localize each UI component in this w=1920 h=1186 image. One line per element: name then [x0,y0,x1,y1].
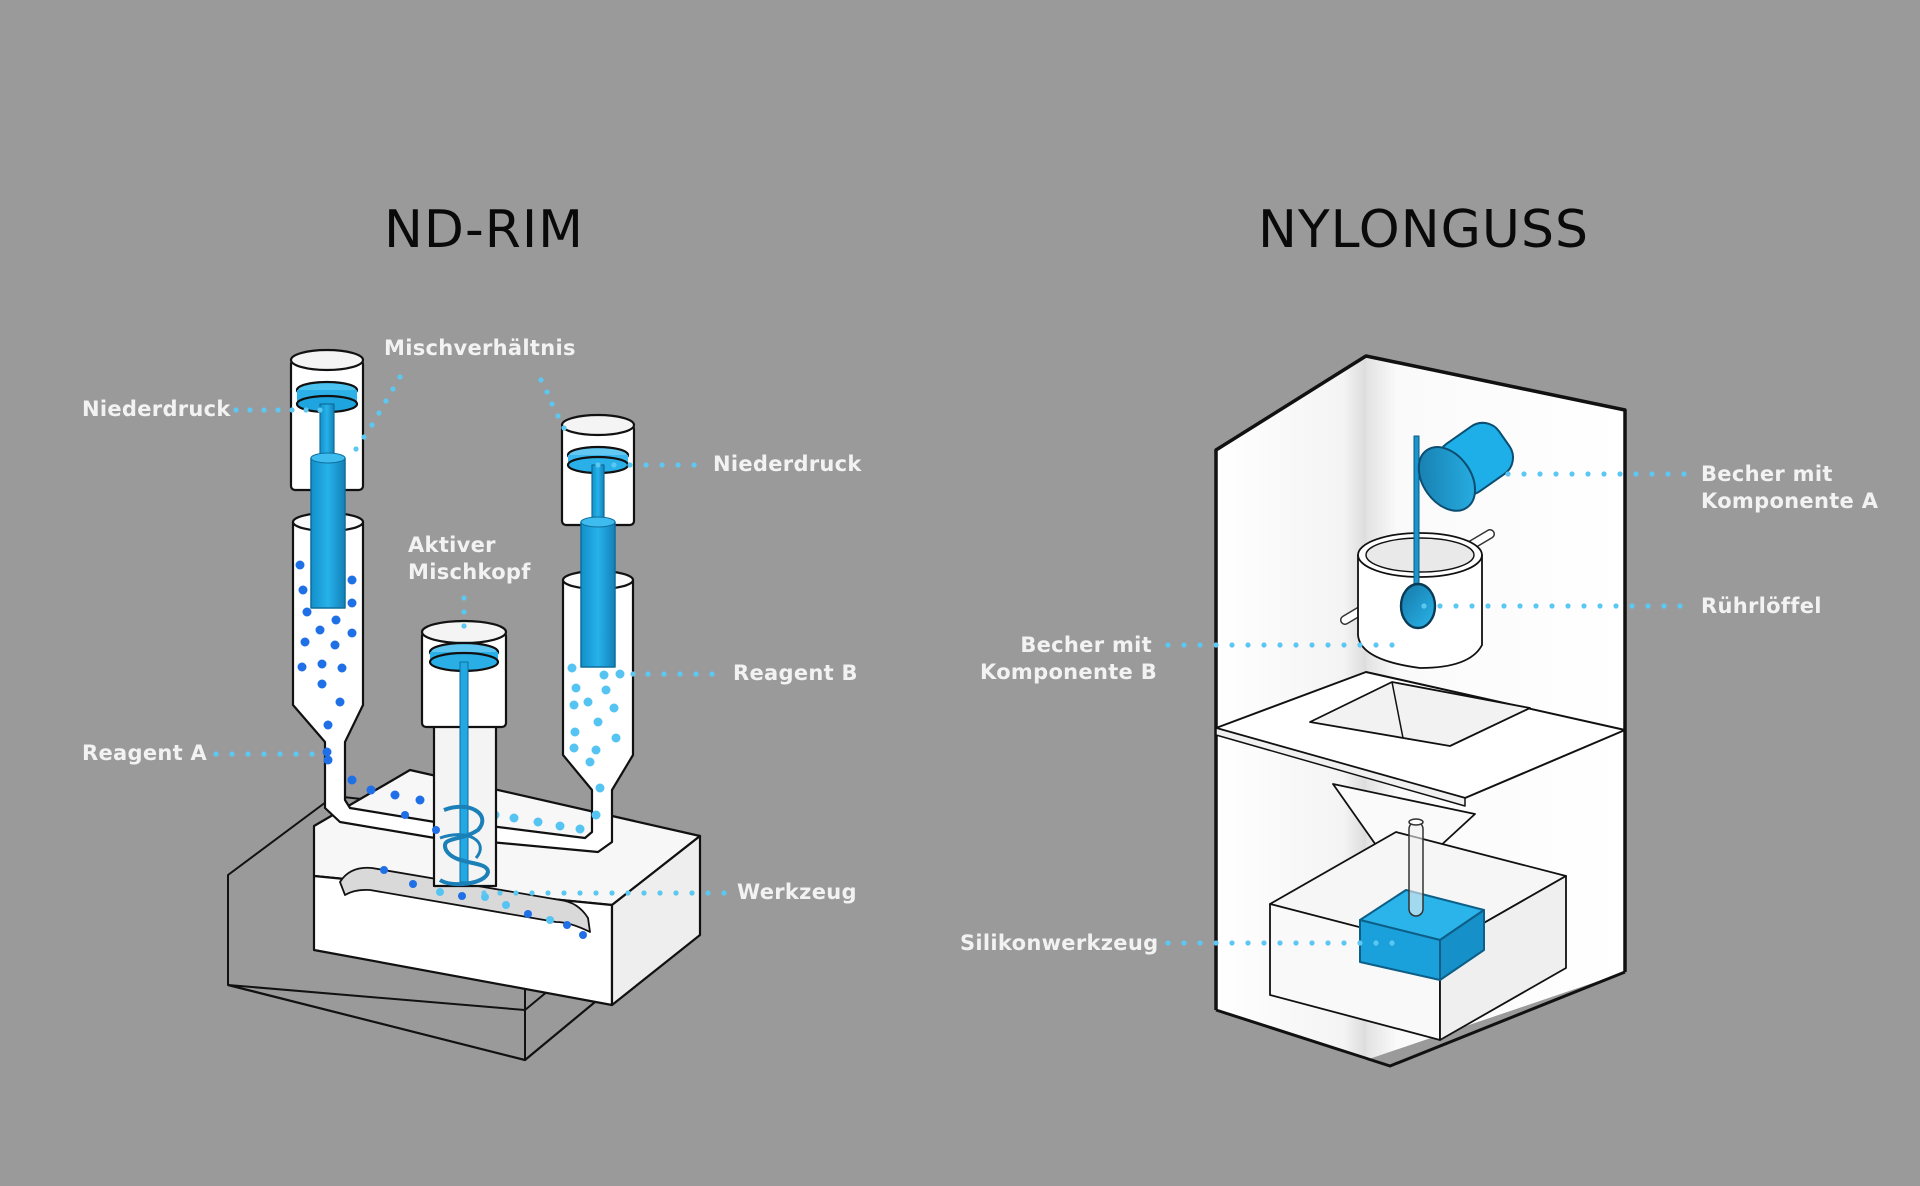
leader-mischverhaeltnis-left [353,374,403,452]
nylonguss-leader-lines [1165,471,1687,946]
leader-werkzeug [481,890,727,896]
label-ruehrloeffel: Rührlöffel [1701,594,1822,618]
leader-becher-b [1165,642,1395,648]
nd-rim-leader-lines [213,374,727,896]
reagent-a-cylinder [289,348,437,840]
nd-rim-illustration [227,348,702,1062]
reagent-b-particles [490,663,625,834]
nylonguss-illustration [1214,354,1627,1068]
label-niederdruck-right: Niederdruck [713,452,862,476]
label-werkzeug: Werkzeug [737,880,857,904]
leader-mischverhaeltnis-right [538,377,567,431]
label-becher-b-line2: Komponente B [980,660,1158,684]
active-mixing-head [420,619,508,888]
label-silikonwerkzeug: Silikonwerkzeug [960,931,1159,955]
nylonguss-title: NYLONGUSS [1258,200,1589,260]
label-reagent-a: Reagent A [82,741,208,765]
leader-reagent-a [213,751,315,757]
label-becher-b: Becher mit Komponente B [980,632,1158,686]
label-aktiver-line2: Mischkopf [408,560,531,584]
cup-a [1417,421,1515,512]
label-becher-a-line2: Komponente A [1701,489,1879,513]
label-aktiver-line1: Aktiver [408,533,496,557]
label-aktiver-mischkopf: Aktiver Mischkopf [408,532,531,586]
leader-silikonwerkzeug [1165,940,1395,946]
leader-niederdruck-right [595,462,697,468]
leader-reagent-b [630,671,715,677]
stirring-spoon [1399,435,1437,630]
label-becher-b-line1: Becher mit [1020,633,1152,657]
leader-aktiver-mischkopf [461,595,467,629]
reagent-a-particles [295,560,425,805]
label-becher-a-line1: Becher mit [1701,462,1833,486]
label-niederdruck-left: Niederdruck [82,397,231,421]
label-reagent-b: Reagent B [733,661,858,685]
reagent-b-cylinder [488,413,636,854]
label-mischverhaeltnis: Mischverhältnis [384,336,576,360]
leader-ruehrloeffel [1421,603,1683,609]
silicone-tool [1359,818,1485,981]
label-becher-a: Becher mit Komponente A [1701,461,1878,515]
leader-niederdruck-left [233,407,323,413]
nd-rim-title: ND-RIM [384,200,585,260]
enclosure [1214,354,1627,1068]
leader-becher-a [1505,471,1687,477]
